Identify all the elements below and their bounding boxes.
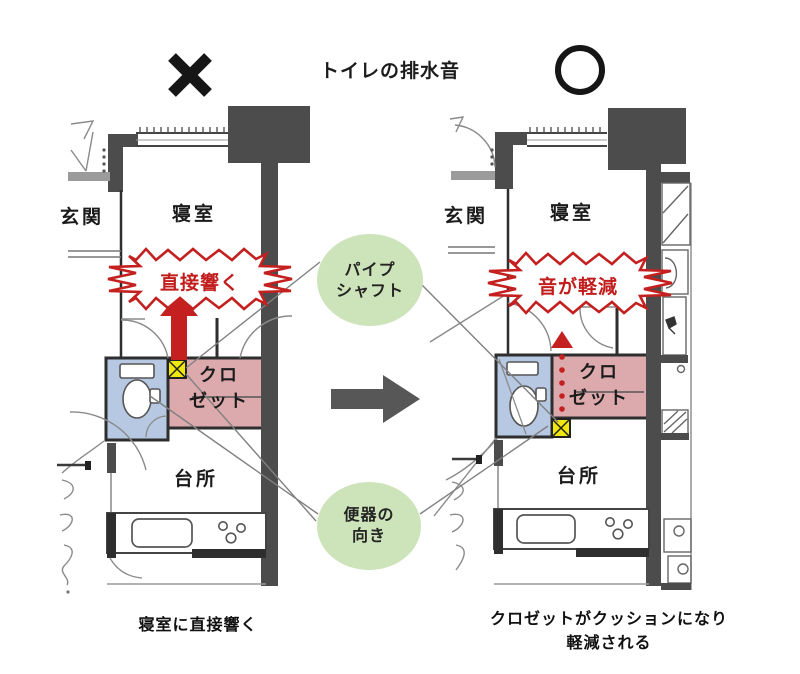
pipe-shaft-bubble [317, 234, 423, 326]
left-kitchen-sink [131, 518, 193, 548]
toilet-direction-bubble [317, 482, 421, 570]
left-corner-wall [108, 134, 123, 192]
right-caption: クロゼットがクッションになり 軽減される [489, 609, 728, 652]
right-closet-label: クロ ゼット [569, 362, 629, 409]
left-top-wall-block [228, 106, 310, 163]
right-corner-wall [495, 132, 513, 189]
left-toilet-door-arc [145, 415, 168, 438]
right-kitchen-sink [516, 514, 576, 544]
right-kitchen-label: 台所 [556, 465, 601, 487]
left-caption: 寝室に直接響く [138, 615, 258, 634]
right-top-wall-step [608, 152, 648, 170]
left-entrance-details [68, 120, 121, 258]
annotation-leader-lines [149, 261, 559, 522]
right-toilet-door-line [498, 358, 527, 435]
left-burst-label: 直接響く [159, 272, 240, 294]
left-toilet-fixture [119, 363, 161, 419]
right-pipe-shaft-marker [551, 418, 571, 438]
neighbor-closet [661, 182, 691, 246]
left-burst-shape [107, 247, 293, 311]
transform-arrow-icon [331, 375, 420, 423]
left-stove-burners [218, 520, 247, 544]
toilet-direction-label: 便器の 向き [343, 505, 395, 545]
left-entrance-label: 玄関 [59, 206, 104, 228]
right-pipe-wall-column [646, 162, 661, 586]
right-closet [550, 353, 650, 420]
diagram-title: トイレの排水音 [319, 60, 460, 82]
right-corner-wall-stub [495, 132, 527, 145]
good-mark-icon [555, 45, 605, 95]
left-bedroom-door-arcs [120, 315, 293, 359]
right-kitchen [493, 440, 650, 585]
neighbor-unit-strip [660, 182, 692, 590]
left-floor-plan [57, 106, 310, 594]
right-floor-plan [429, 108, 692, 590]
right-toilet-fixture [506, 361, 547, 427]
neighbor-toilet [662, 296, 687, 356]
right-hall-break-lines [445, 438, 498, 571]
left-kitchen [106, 443, 267, 585]
right-bedroom-window [527, 127, 607, 147]
right-noise-arrow-dotted [551, 331, 573, 412]
right-burst-label: 音が軽減 [537, 276, 618, 298]
right-entrance-label: 玄関 [443, 205, 488, 227]
neighbor-wall-stub-top [661, 172, 690, 183]
neighbor-kitchen-top [663, 518, 692, 553]
left-bedroom-label: 寝室 [171, 203, 216, 225]
left-corner-wall-stub [108, 134, 138, 147]
left-bedroom-window [136, 127, 228, 147]
left-noise-arrow [160, 293, 198, 360]
left-closet-label: クロ ゼット [189, 365, 249, 412]
left-hall-break-lines [57, 411, 147, 594]
pipe-shaft-label: パイプ シャフト [335, 260, 404, 300]
bad-mark-icon [168, 53, 212, 97]
left-kitchen-label: 台所 [173, 468, 218, 490]
right-entrance-details [429, 116, 506, 517]
right-burst-shape [487, 251, 673, 315]
right-stove-burners [604, 516, 633, 540]
right-bedroom-label: 寝室 [549, 202, 594, 224]
